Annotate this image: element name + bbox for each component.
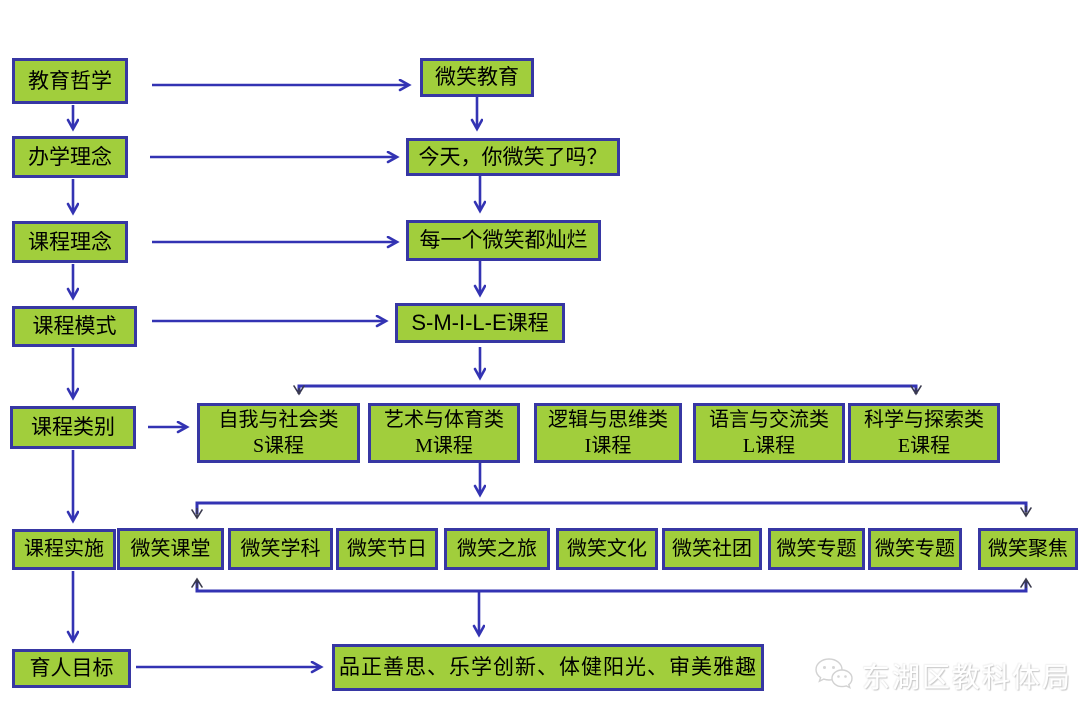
category-line1: 自我与社会类 — [218, 409, 339, 431]
node-smile-focus: 微笑聚焦 — [978, 528, 1078, 570]
watermark-text: 东湖区教科体局 — [861, 662, 1072, 693]
node-category-i: 逻辑与思维类 I课程 — [534, 403, 682, 463]
node-curriculum-implementation: 课程实施 — [12, 529, 116, 570]
node-smile-journey: 微笑之旅 — [444, 528, 550, 570]
node-smile-clubs: 微笑社团 — [662, 528, 762, 570]
node-category-m: 艺术与体育类 M课程 — [368, 403, 520, 463]
node-smile-festivals: 微笑节日 — [336, 528, 438, 570]
node-category-s: 自我与社会类 S课程 — [197, 403, 360, 463]
category-line2: E课程 — [897, 435, 951, 457]
node-smile-classroom: 微笑课堂 — [117, 528, 224, 570]
category-line2: I课程 — [584, 435, 632, 457]
node-smile-topics-2: 微笑专题 — [868, 528, 962, 570]
category-line1: 逻辑与思维类 — [548, 409, 668, 431]
node-every-smile-shines: 每一个微笑都灿烂 — [406, 220, 601, 261]
node-curriculum-model: 课程模式 — [12, 306, 137, 347]
node-smile-topics-1: 微笑专题 — [768, 528, 865, 570]
wechat-chat-bubbles-icon — [815, 658, 853, 689]
node-education-goal: 育人目标 — [12, 649, 131, 688]
node-smile-culture: 微笑文化 — [556, 528, 658, 570]
watermark: 东湖区教科体局 — [812, 648, 1072, 704]
node-curriculum-category: 课程类别 — [10, 406, 136, 449]
node-category-l: 语言与交流类 L课程 — [693, 403, 845, 463]
node-category-e: 科学与探索类 E课程 — [848, 403, 1000, 463]
category-line2: S课程 — [252, 435, 305, 457]
node-smile-education: 微笑教育 — [420, 58, 534, 97]
smile-cjk: 课程 — [506, 310, 549, 335]
node-education-philosophy: 教育哲学 — [12, 58, 128, 104]
node-did-you-smile-today: 今天，你微笑了吗？ — [406, 138, 620, 176]
category-line1: 语言与交流类 — [709, 409, 829, 431]
node-goal-statement: 品正善思、乐学创新、体健阳光、审美雅趣 — [332, 644, 764, 691]
node-curriculum-philosophy: 课程理念 — [12, 221, 128, 263]
smile-acronym: S-M-I-L-E — [411, 310, 507, 336]
category-line1: 艺术与体育类 — [384, 409, 504, 431]
node-school-philosophy: 办学理念 — [12, 136, 128, 178]
category-line2: L课程 — [742, 435, 796, 457]
category-line1: 科学与探索类 — [864, 409, 984, 431]
node-smile-subjects: 微笑学科 — [228, 528, 333, 570]
category-line2: M课程 — [415, 435, 473, 457]
